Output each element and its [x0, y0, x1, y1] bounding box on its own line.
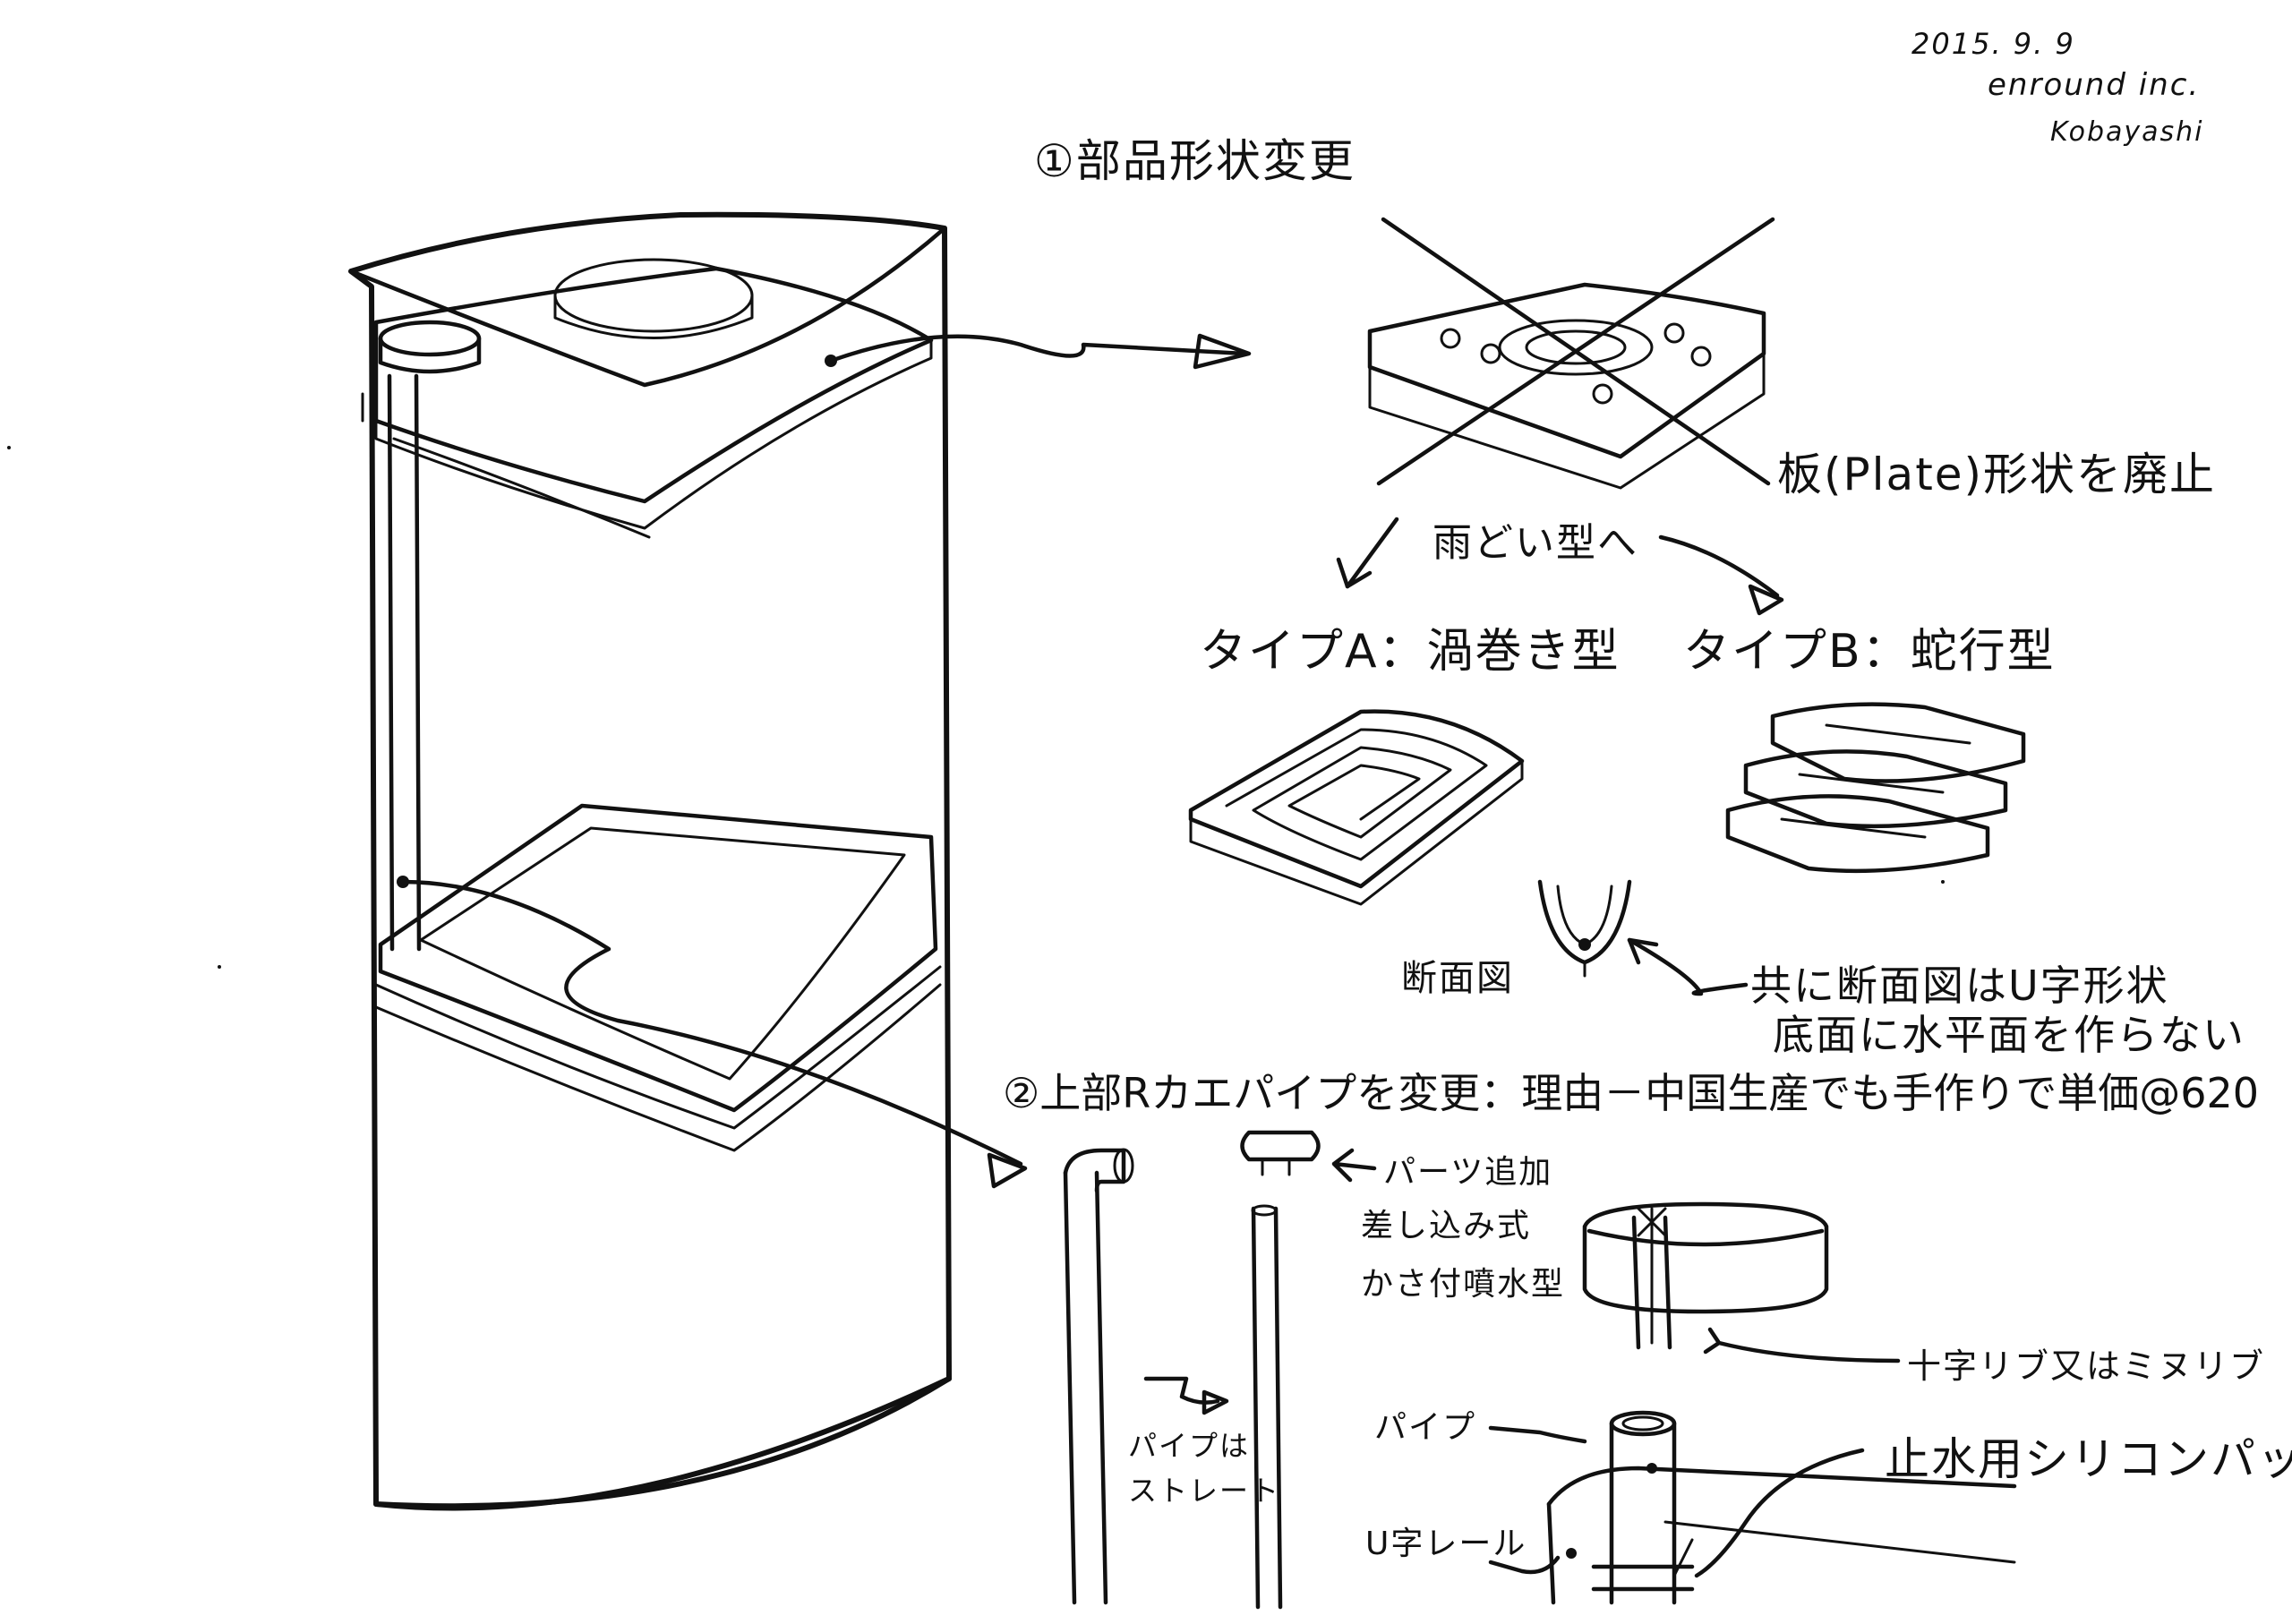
- cabinet-drawing: [348, 211, 1252, 1511]
- u-shape-note-line1: 共に断面図はU字形状: [1750, 962, 2169, 1010]
- fountain-cap-drawing: [1582, 1201, 1901, 1363]
- type-b-label: タイプB：蛇行型: [1683, 625, 2056, 679]
- pipe-label: パイプ: [1374, 1409, 1477, 1446]
- rib-note: 十字リブ又はミヌリブ: [1907, 1346, 2266, 1386]
- rail-label: U字レール: [1365, 1526, 1527, 1562]
- pipe-note-line1: パイプは: [1128, 1429, 1251, 1463]
- type-a-label: タイプA：渦巻き型: [1200, 625, 1621, 679]
- part-note-line3: かさ付噴水型: [1361, 1266, 1566, 1303]
- crossed-note: 板(Plate)形状を廃止: [1777, 449, 2217, 500]
- packing-label: 止水用シリコンパッキン: [1885, 1433, 2292, 1485]
- section1-heading: ①部品形状変更: [1034, 135, 1356, 187]
- pipe-note-line2: ストレート: [1128, 1474, 1281, 1508]
- plate-crossed-out-drawing: [1336, 217, 1784, 616]
- signature-company: enround inc.: [1988, 67, 2201, 103]
- section2-heading: ②上部Rカエパイプを変更：理由－中国生産でも手作りで単価@620: [1003, 1069, 2259, 1117]
- packing-detail-drawing: [1488, 1410, 2017, 1605]
- type-b-serpentine-drawing: [1725, 702, 2026, 874]
- u-section-drawing: [1537, 879, 1749, 996]
- type-a-spiral-drawing: [1188, 709, 1525, 906]
- part-note-line1: パーツ追加: [1383, 1154, 1553, 1191]
- part-note-line2: 差し込み式: [1361, 1208, 1532, 1244]
- bent-pipe-drawing: [1063, 1148, 1134, 1605]
- signature-date: 2015. 9. 9: [1911, 27, 2075, 61]
- signature-name: Kobayashi: [2050, 116, 2204, 148]
- straight-pipe-drawing: [1143, 1130, 1377, 1610]
- u-shape-note-line2: 底面に水平面を作らない: [1773, 1011, 2245, 1059]
- section-view-label: 断面図: [1401, 958, 1514, 999]
- branch-note: 雨どい型へ: [1432, 520, 1638, 566]
